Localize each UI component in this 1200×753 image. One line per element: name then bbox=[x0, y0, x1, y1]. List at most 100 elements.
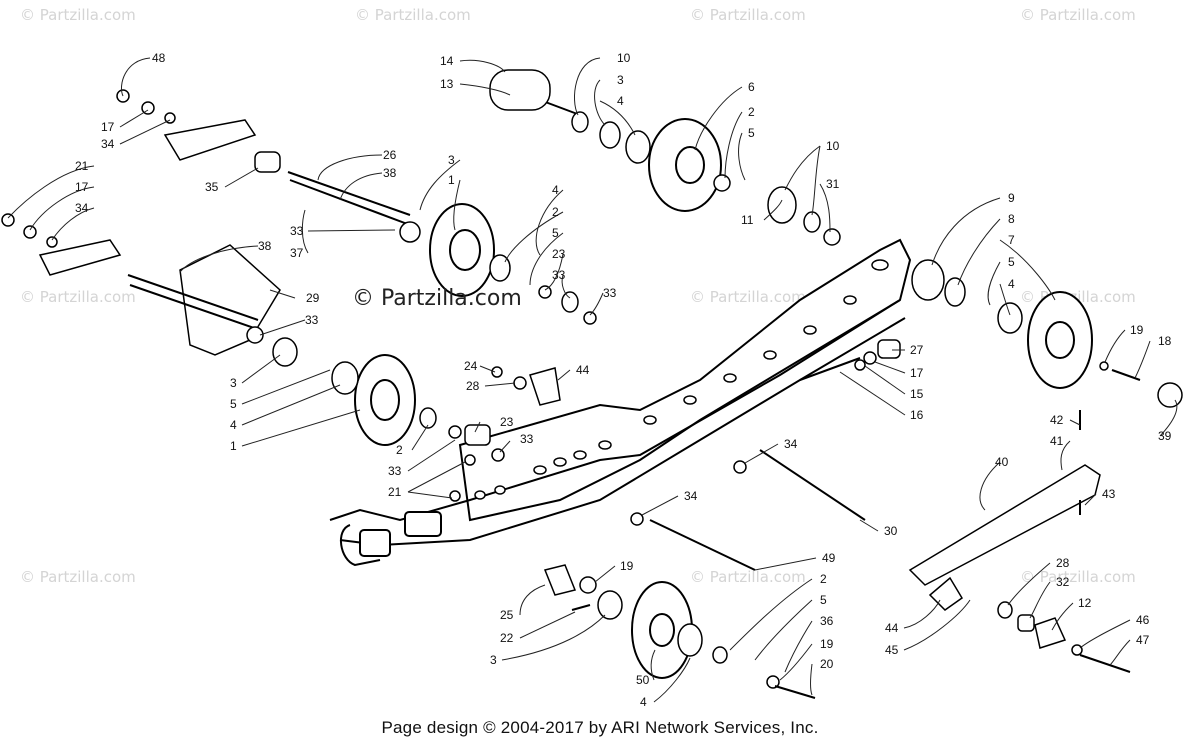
callout: 49 bbox=[822, 551, 836, 565]
callout: 39 bbox=[1158, 429, 1172, 443]
callout: 13 bbox=[440, 77, 454, 91]
callout: 43 bbox=[1102, 487, 1116, 501]
callout: 10 bbox=[617, 51, 631, 65]
callout: 47 bbox=[1136, 633, 1150, 647]
callout: 4 bbox=[230, 418, 237, 432]
callout: 6 bbox=[748, 80, 755, 94]
callout-labels: 48 17 34 21 17 34 35 26 38 33 37 38 29 3… bbox=[75, 51, 1172, 709]
callout: 19 bbox=[1130, 323, 1144, 337]
callout: 5 bbox=[230, 397, 237, 411]
callout: 11 bbox=[741, 213, 754, 227]
watermark: © Partzilla.com bbox=[20, 568, 136, 586]
callout: 3 bbox=[617, 73, 624, 87]
callout: 16 bbox=[910, 408, 924, 422]
callout: 4 bbox=[617, 94, 624, 108]
callout: 26 bbox=[383, 148, 397, 162]
callout: 32 bbox=[1056, 575, 1070, 589]
callout: 8 bbox=[1008, 212, 1015, 226]
frame-holes bbox=[474, 259, 889, 500]
idler-wheels bbox=[354, 118, 1093, 679]
callout: 14 bbox=[440, 54, 454, 68]
watermark: © Partzilla.com bbox=[690, 568, 806, 586]
callout: 42 bbox=[1050, 413, 1064, 427]
callout: 10 bbox=[826, 139, 840, 153]
watermark: © Partzilla.com bbox=[690, 6, 806, 24]
callout: 17 bbox=[101, 120, 115, 134]
callout: 23 bbox=[500, 415, 514, 429]
callout: 1 bbox=[448, 173, 455, 187]
callout: 33 bbox=[520, 432, 534, 446]
callout: 12 bbox=[1078, 596, 1092, 610]
callout: 4 bbox=[552, 183, 559, 197]
callout: 34 bbox=[784, 437, 798, 451]
callout: 2 bbox=[748, 105, 755, 119]
callout: 19 bbox=[620, 559, 634, 573]
callout: 21 bbox=[388, 485, 402, 499]
leader-lines bbox=[7, 57, 1178, 703]
callout: 28 bbox=[1056, 556, 1070, 570]
callout: 7 bbox=[1008, 233, 1015, 247]
watermark: © Partzilla.com bbox=[690, 288, 806, 306]
left-brackets bbox=[38, 119, 281, 356]
callout: 31 bbox=[826, 177, 840, 191]
partzilla-watermark: © Partzilla.com bbox=[352, 286, 522, 311]
callout: 35 bbox=[205, 180, 219, 194]
callout: 33 bbox=[603, 286, 617, 300]
callout: 1 bbox=[230, 439, 237, 453]
callout: 33 bbox=[290, 224, 304, 238]
callout: 2 bbox=[552, 205, 559, 219]
callout: 46 bbox=[1136, 613, 1150, 627]
callout: 38 bbox=[383, 166, 397, 180]
callout: 30 bbox=[884, 524, 898, 538]
callout: 5 bbox=[1008, 255, 1015, 269]
callout: 33 bbox=[388, 464, 402, 478]
callout: 25 bbox=[500, 608, 514, 622]
callout: 50 bbox=[636, 673, 650, 687]
shafts bbox=[127, 99, 866, 571]
watermark: © Partzilla.com bbox=[1020, 568, 1136, 586]
callout: 2 bbox=[820, 572, 827, 586]
callout: 3 bbox=[448, 153, 455, 167]
watermark: © Partzilla.com bbox=[1020, 6, 1136, 24]
callout: 2 bbox=[396, 443, 403, 457]
callout: 27 bbox=[910, 343, 924, 357]
callout: 17 bbox=[910, 366, 924, 380]
callout: 17 bbox=[75, 180, 89, 194]
callout: 21 bbox=[75, 159, 89, 173]
callout: 40 bbox=[995, 455, 1009, 469]
callout: 44 bbox=[885, 621, 899, 635]
callout: 20 bbox=[820, 657, 834, 671]
callout: 5 bbox=[748, 126, 755, 140]
watermark: © Partzilla.com bbox=[20, 288, 136, 306]
callout: 23 bbox=[552, 247, 566, 261]
callout: 38 bbox=[258, 239, 272, 253]
callout: 5 bbox=[820, 593, 827, 607]
callout: 29 bbox=[306, 291, 320, 305]
callout: 5 bbox=[552, 226, 559, 240]
callout: 28 bbox=[466, 379, 480, 393]
callout: 44 bbox=[576, 363, 590, 377]
callout: 37 bbox=[290, 246, 304, 260]
callout: 41 bbox=[1050, 434, 1064, 448]
watermark: © Partzilla.com bbox=[20, 6, 136, 24]
footer-copyright: Page design © 2004-2017 by ARI Network S… bbox=[381, 718, 819, 737]
callout: 45 bbox=[885, 643, 899, 657]
bolts bbox=[571, 369, 1141, 699]
callout: 19 bbox=[820, 637, 834, 651]
callout: 18 bbox=[1158, 334, 1172, 348]
callout: 22 bbox=[500, 631, 514, 645]
callout: 4 bbox=[640, 695, 647, 709]
callout: 34 bbox=[75, 201, 89, 215]
callout: 34 bbox=[684, 489, 698, 503]
callout: 15 bbox=[910, 387, 924, 401]
callout: 24 bbox=[464, 359, 478, 373]
callout: 48 bbox=[152, 51, 166, 65]
callout: 4 bbox=[1008, 277, 1015, 291]
small-parts bbox=[1, 69, 1183, 689]
callout: 33 bbox=[305, 313, 319, 327]
callout: 3 bbox=[230, 376, 237, 390]
watermark: © Partzilla.com bbox=[355, 6, 471, 24]
callout: 34 bbox=[101, 137, 115, 151]
callout: 36 bbox=[820, 614, 834, 628]
